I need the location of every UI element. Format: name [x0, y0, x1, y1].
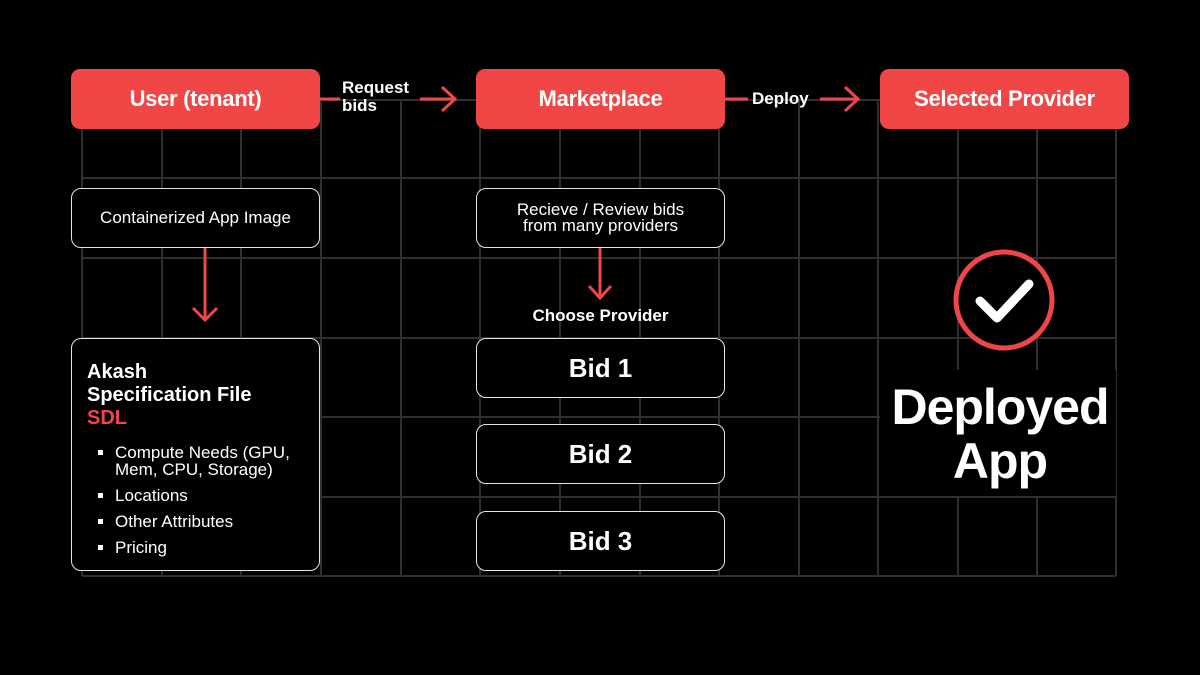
selected-provider-box: Selected Provider	[880, 69, 1129, 129]
spec-title-line1: Akash	[87, 361, 148, 383]
bid-1-label: Bid 1	[568, 352, 633, 383]
review-bids-label: Recieve / Review bids from many provider…	[516, 200, 685, 235]
marketplace-box: Marketplace	[476, 69, 725, 129]
marketplace-label: Marketplace	[538, 86, 663, 111]
bid-2-label: Bid 2	[568, 438, 633, 469]
deployed-line2: App	[952, 433, 1048, 489]
deployed-backdrop	[880, 370, 1116, 496]
deploy-label: Deploy	[752, 89, 809, 108]
containerized-app-image-box: Containerized App Image	[71, 188, 320, 248]
containerized-app-image-label: Containerized App Image	[100, 208, 291, 227]
bid-1-box: Bid 1	[476, 338, 725, 398]
spec-sdl-label: SDL	[87, 407, 127, 429]
spec-item-compute: Compute Needs (GPU, Mem, CPU, Storage)	[87, 444, 319, 478]
akash-spec-file-box: Akash Specification File SDL Compute Nee…	[71, 338, 320, 571]
deployed-line1: Deployed	[891, 379, 1109, 435]
spec-title-line2: Specification File	[87, 384, 252, 406]
spec-item-locations: Locations	[87, 487, 319, 504]
selected-provider-label: Selected Provider	[914, 86, 1095, 111]
user-tenant-box: User (tenant)	[71, 69, 320, 129]
user-tenant-label: User (tenant)	[129, 86, 262, 111]
spec-item-attributes: Other Attributes	[87, 513, 319, 530]
bid-2-box: Bid 2	[476, 424, 725, 484]
bid-3-box: Bid 3	[476, 511, 725, 571]
spec-requirements-list: Compute Needs (GPU, Mem, CPU, Storage) L…	[87, 444, 319, 556]
deployed-app-title: Deployed App	[880, 380, 1120, 488]
bid-3-label: Bid 3	[568, 525, 633, 556]
checkmark-circle-icon	[952, 248, 1056, 352]
review-bids-box: Recieve / Review bids from many provider…	[476, 188, 725, 248]
request-bids-label: Request bids	[342, 78, 410, 115]
spec-item-pricing: Pricing	[87, 539, 319, 556]
choose-provider-label: Choose Provider	[532, 306, 669, 325]
